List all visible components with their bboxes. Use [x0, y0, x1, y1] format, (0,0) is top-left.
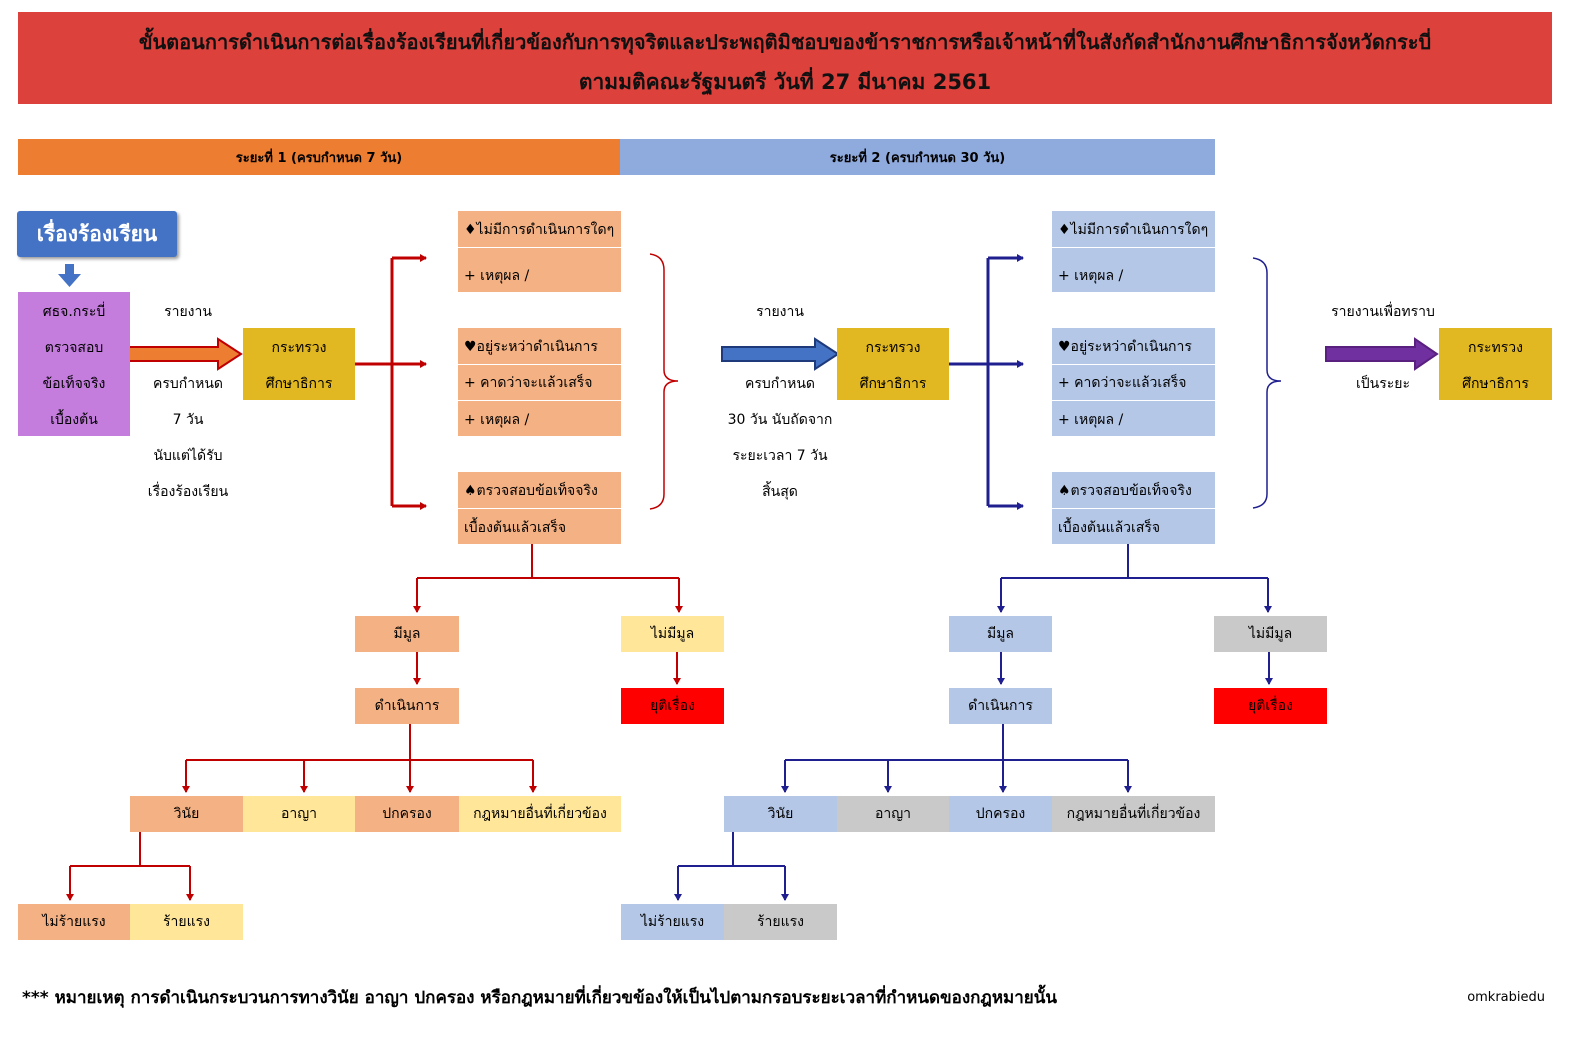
status-line: ♠ตรวจสอบข้อเท็จจริง — [1058, 483, 1192, 499]
stage2-terminate: ยุติเรื่อง — [1214, 688, 1327, 724]
stage2-action-other-law: กฎหมายอื่นที่เกี่ยวข้อง — [1052, 796, 1215, 832]
stage2-no-grounds: ไม่มีมูล — [1214, 616, 1327, 652]
stage2-action-administrative: ปกครอง — [949, 796, 1052, 832]
stage2-severe: ร้ายแรง — [724, 904, 837, 940]
page-title: ขั้นตอนการดำเนินการต่อเรื่องร้องเรียนที่… — [138, 30, 1432, 54]
complaint-start-button[interactable]: เรื่องร้องเรียน — [17, 211, 177, 257]
stage1-proceed: ดำเนินการ — [355, 688, 459, 724]
stage2-brace — [1252, 257, 1282, 509]
stage2-not-severe: ไม่ร้ายแรง — [621, 904, 724, 940]
status-line: ♦ไม่มีการดำเนินการใดๆ — [464, 222, 615, 238]
stage1-status-checked: ♠ตรวจสอบข้อเท็จจริง เบื้องต้นแล้วเสร็จ — [458, 472, 621, 544]
footnote: *** หมายเหตุ การดำเนินกระบวนการทางวินัย … — [22, 988, 1058, 1008]
stage1-no-grounds: ไม่มีมูล — [621, 616, 724, 652]
stage1-has-grounds: มีมูล — [355, 616, 459, 652]
stage2-deadline-line: ระยะเวลา 7 วัน — [732, 448, 828, 464]
status-line: ♠ตรวจสอบข้อเท็จจริง — [464, 483, 598, 499]
stage1-action-criminal: อาญา — [243, 796, 355, 832]
stage1-action-other-law: กฎหมายอื่นที่เกี่ยวข้อง — [459, 796, 621, 832]
stage1-not-severe: ไม่ร้ายแรง — [18, 904, 130, 940]
office-check-box: ศธจ.กระบี่ ตรวจสอบ ข้อเท็จจริง เบื้องต้น — [18, 292, 130, 436]
stage2-tree-lines — [674, 544, 1273, 901]
stage1-ministry-box: กระทรวง ศึกษาธิการ — [243, 328, 355, 400]
stage2-deadline-line: 30 วัน นับถัดจาก — [727, 412, 833, 428]
phase2-bar: ระยะที่ 2 (ครบกำหนด 30 วัน) — [620, 139, 1215, 175]
stage1-report-arrow — [128, 337, 243, 371]
office-line: ศธจ.กระบี่ — [42, 304, 106, 320]
stage1-action-administrative: ปกครอง — [355, 796, 459, 832]
stage1-terminate: ยุติเรื่อง — [621, 688, 724, 724]
status-line: + คาดว่าจะแล้วเสร็จ — [1058, 375, 1187, 391]
status-line: + คาดว่าจะแล้วเสร็จ — [464, 375, 593, 391]
office-line: ตรวจสอบ — [44, 340, 104, 356]
stage1-deadline-line: ครบกำหนด — [153, 376, 223, 392]
stage2-proceed: ดำเนินการ — [949, 688, 1052, 724]
office-line: ข้อเท็จจริง — [42, 376, 106, 392]
stage1-report-label: รายงาน — [164, 304, 212, 320]
office-line: เบื้องต้น — [50, 412, 98, 428]
stage1-status-in-progress: ♥อยู่ระหว่าดำเนินการ + คาดว่าจะแล้วเสร็จ… — [458, 328, 621, 436]
status-line: ♥อยู่ระหว่าดำเนินการ — [464, 339, 598, 355]
stage2-action-criminal: อาญา — [837, 796, 949, 832]
stage1-deadline-line: เรื่องร้องเรียน — [147, 484, 229, 500]
stage1-severe: ร้ายแรง — [130, 904, 243, 940]
stage2-status-no-action: ♦ไม่มีการดำเนินการใดๆ + เหตุผล / — [1052, 211, 1215, 292]
ministry-line: กระทรวง — [865, 340, 921, 356]
stage1-tree-lines — [66, 544, 683, 901]
stage2-branch-lines — [949, 254, 1024, 510]
stage2-status-checked: ♠ตรวจสอบข้อเท็จจริง เบื้องต้นแล้วเสร็จ — [1052, 472, 1215, 544]
page-subtitle: ตามมติคณะรัฐมนตรี วันที่ 27 มีนาคม 2561 — [578, 70, 992, 94]
status-line: เบื้องต้นแล้วเสร็จ — [1058, 520, 1161, 536]
ministry-line: ศึกษาธิการ — [859, 376, 927, 392]
stage2-report-arrow — [721, 337, 840, 371]
stage1-deadline-line: 7 วัน — [172, 412, 204, 428]
stage2-action-discipline: วินัย — [724, 796, 837, 832]
stage2-deadline-line: ครบกำหนด — [745, 376, 815, 392]
status-line: + เหตุผล / — [464, 412, 530, 428]
stage2-ministry-box: กระทรวง ศึกษาธิการ — [837, 328, 949, 400]
final-ministry-box: กระทรวง ศึกษาธิการ — [1439, 328, 1552, 400]
stage1-deadline-line: นับแต่ได้รับ — [153, 448, 223, 464]
status-line: ♦ไม่มีการดำเนินการใดๆ — [1058, 222, 1209, 238]
ministry-line: ศึกษาธิการ — [1462, 376, 1529, 392]
stage2-deadline-line: สิ้นสุด — [762, 484, 798, 500]
status-line: + เหตุผล / — [1058, 412, 1124, 428]
down-arrow-icon — [58, 264, 81, 287]
stage2-report-label: รายงาน — [756, 304, 804, 320]
stage2-has-grounds: มีมูล — [949, 616, 1052, 652]
final-report-label: รายงานเพื่อทราบ — [1331, 304, 1435, 320]
ministry-line: ศึกษาธิการ — [265, 376, 333, 392]
stage2-status-in-progress: ♥อยู่ระหว่าดำเนินการ + คาดว่าจะแล้วเสร็จ… — [1052, 328, 1215, 436]
page-title-banner: ขั้นตอนการดำเนินการต่อเรื่องร้องเรียนที่… — [18, 12, 1552, 104]
stage1-status-no-action: ♦ไม่มีการดำเนินการใดๆ + เหตุผล / — [458, 211, 621, 292]
ministry-line: กระทรวง — [271, 340, 327, 356]
status-line: ♥อยู่ระหว่าดำเนินการ — [1058, 339, 1192, 355]
final-period-label: เป็นระยะ — [1355, 376, 1410, 392]
status-line: + เหตุผล / — [1058, 268, 1124, 284]
status-line: + เหตุผล / — [464, 268, 530, 284]
phase1-bar: ระยะที่ 1 (ครบกำหนด 7 วัน) — [18, 139, 620, 175]
watermark: omkrabiedu — [1467, 990, 1545, 1005]
final-report-arrow — [1325, 337, 1439, 371]
stage1-brace — [649, 253, 679, 510]
status-line: เบื้องต้นแล้วเสร็จ — [464, 520, 567, 536]
stage1-branch-lines — [355, 254, 427, 510]
ministry-line: กระทรวง — [1468, 340, 1523, 356]
stage1-action-discipline: วินัย — [130, 796, 243, 832]
